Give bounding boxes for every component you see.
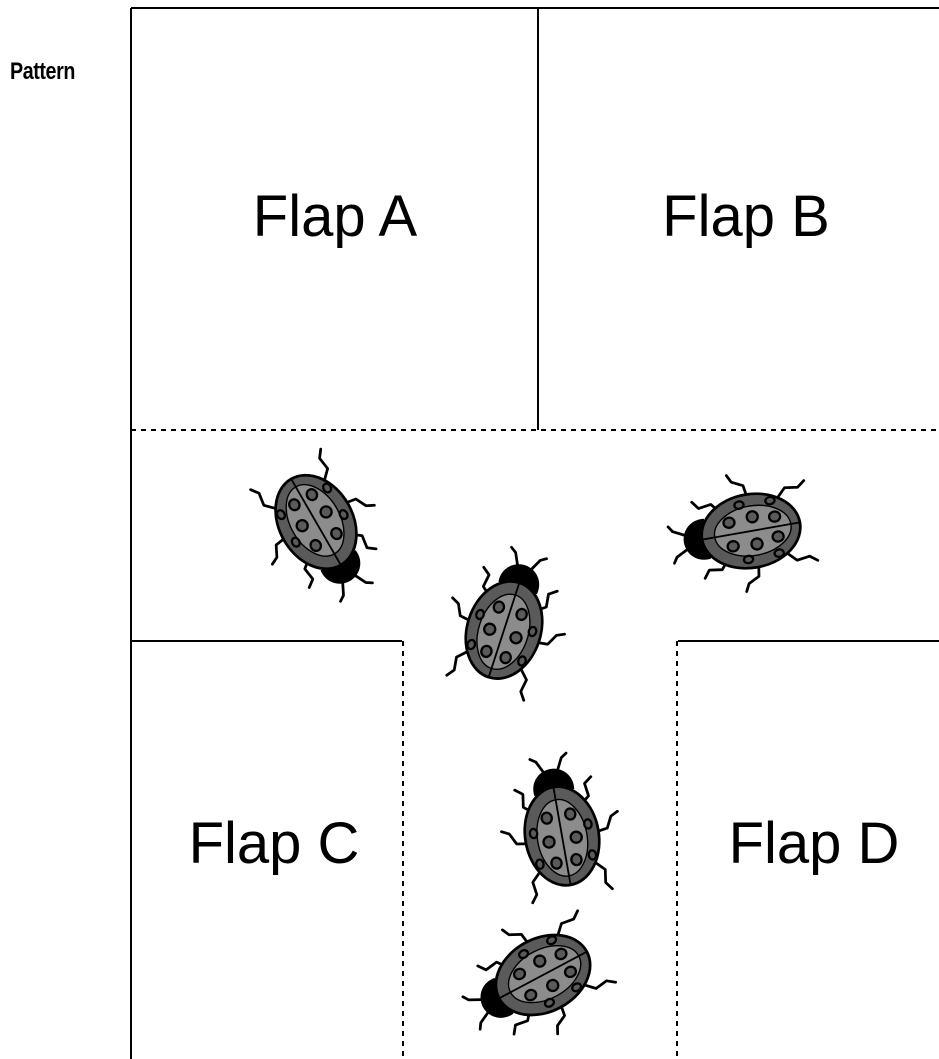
- flap-b-label: Flap B: [662, 184, 830, 249]
- ladybug-icon: [233, 438, 409, 623]
- pattern-title: Pattern: [10, 58, 75, 85]
- flap-a-label: Flap A: [253, 184, 418, 249]
- ladybug-icon: [659, 461, 823, 605]
- ladybug-icon: [427, 533, 587, 708]
- flap-c-label: Flap C: [189, 811, 360, 876]
- ladybug-icon: [488, 744, 632, 908]
- ladybug-icon: [442, 893, 626, 1059]
- flap-d-label: Flap D: [729, 811, 900, 876]
